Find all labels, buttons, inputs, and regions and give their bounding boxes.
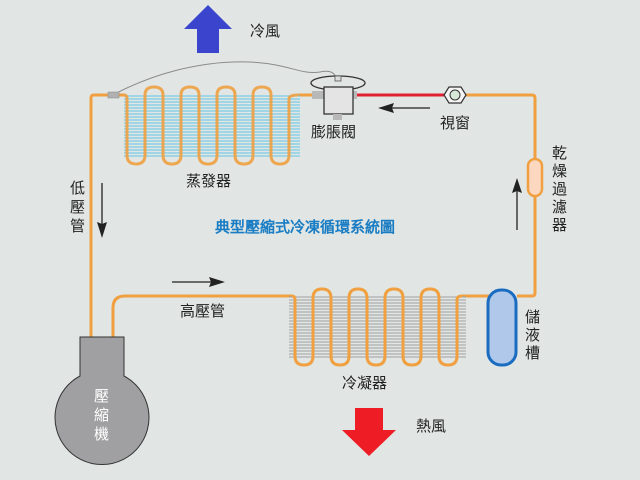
svg-text:槽: 槽 [525,344,540,362]
evaporator-coil [123,85,299,166]
refrigerant-pipe [89,93,537,338]
evaporator-label: 蒸發器 [186,172,231,190]
capillary-tube [112,61,338,96]
receiver-tank [486,288,518,367]
evaporator-fins [124,95,300,157]
receiver-label: 儲 液 槽 [525,308,540,362]
svg-text:乾: 乾 [552,144,567,162]
flow-arrow-right [172,277,225,287]
diagram-title: 典型壓縮式冷凍循環系統圖 [215,218,395,236]
svg-text:液: 液 [525,326,540,344]
sensing-bulb [107,91,120,99]
flow-arrow-down [97,183,107,238]
svg-text:壓: 壓 [94,387,109,405]
svg-text:濾: 濾 [552,198,567,216]
svg-text:器: 器 [552,216,567,234]
svg-text:縮: 縮 [94,406,109,424]
sight-glass-label: 視窗 [440,114,470,132]
expansion-valve [310,75,366,120]
svg-text:低: 低 [70,179,85,197]
compressor-label: 壓 縮 機 [94,387,109,443]
svg-text:儲: 儲 [525,308,540,326]
svg-text:燥: 燥 [552,162,567,180]
hot-air-label: 熱風 [416,417,446,435]
filter-drier-label: 乾 燥 過 濾 器 [552,144,567,234]
svg-text:過: 過 [552,180,567,198]
cold-air-label: 冷風 [250,22,280,40]
svg-text:壓: 壓 [70,198,85,216]
compressor [54,336,150,466]
cold-air-arrow [184,5,232,53]
flow-arrow-up [512,178,522,230]
hot-air-arrow [342,408,396,456]
condenser-fins [289,296,466,358]
svg-text:機: 機 [94,425,109,443]
condenser-label: 冷凝器 [342,374,387,392]
condenser-coil [291,287,463,367]
flow-arrow-left [378,103,430,113]
expansion-valve-label: 膨脹閥 [311,123,356,141]
high-pressure-label: 高壓管 [180,302,225,320]
sight-glass [443,86,467,104]
filter-drier [526,157,544,198]
svg-text:管: 管 [70,217,85,235]
low-pressure-label: 低 壓 管 [70,179,85,235]
